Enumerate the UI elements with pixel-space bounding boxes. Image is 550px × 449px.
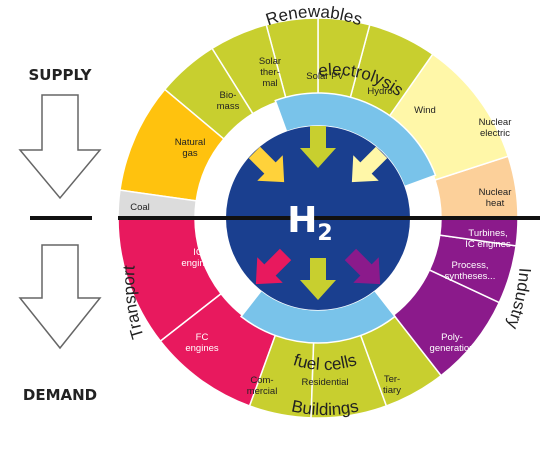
arrow-out-left-icon [255,248,292,285]
fuel-cells-title: fuel cells [291,350,358,374]
outer-ring [117,17,519,419]
label-commercial: Com-mercial [247,375,278,397]
label-coal: Coal [130,202,150,213]
demand-label: DEMAND [23,386,97,404]
label-tertiary: Ter-tiary [383,374,401,396]
label-hydro: Hydro [367,86,392,97]
arrow-in-left-icon [248,146,285,183]
supply-down-arrow-icon [18,94,102,200]
flow-arrows [248,126,388,300]
label-polygeneration: Poly-generation [430,332,475,354]
label-biomass: Bio-mass [217,90,240,112]
arrow-in-right-icon [351,146,388,183]
arrow-out-right-icon [344,248,381,285]
label-wind: Wind [414,105,436,116]
label-solar-pv: Solar PV [306,71,344,82]
h2-label: H2 [287,200,332,246]
label-residential: Residential [302,377,349,388]
buildings-title: Buildings [290,396,360,419]
label-process: Process,syntheses... [445,260,496,282]
arrow-in-top-icon [300,126,336,168]
demand-down-arrow-icon [18,244,102,350]
supply-label: SUPPLY [28,66,92,84]
label-turbines: Turbines,IC engines [465,228,511,250]
arrow-out-bottom-icon [300,258,336,300]
